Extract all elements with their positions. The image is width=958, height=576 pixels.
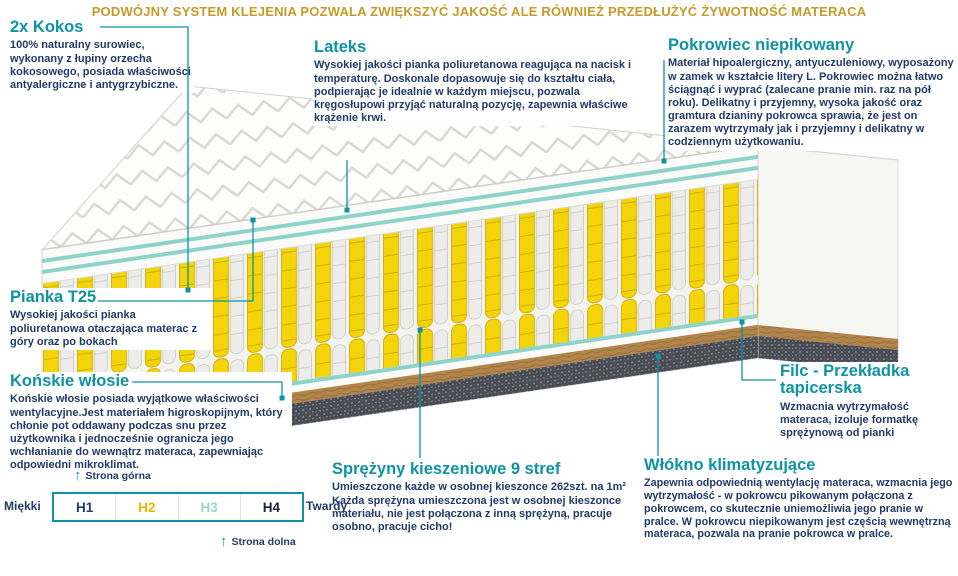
annotation-kokos-title: 2x Kokos xyxy=(10,18,84,36)
annotation-pokrowiec: Pokrowiec niepikowany Materiał hipoalerg… xyxy=(666,36,956,151)
annotation-sprezyny: Sprężyny kieszeniowe 9 stref Umieszczone… xyxy=(330,460,630,536)
annotation-pokrowiec-body: Materiał hipoalergiczny, antyuczuleniowy… xyxy=(668,57,954,149)
annotation-kokos: 2x Kokos 100% naturalny surowiec, wykona… xyxy=(8,18,194,94)
annotation-wlokno: Włókno klimatyzujące Zapewnia odpowiedni… xyxy=(642,456,958,542)
annotation-konskie-wlosie-title: Końskie włosie xyxy=(10,372,130,390)
mattress-end-face xyxy=(757,145,899,373)
annotation-konskie-wlosie: Końskie włosie Końskie włosie posiada wy… xyxy=(8,372,292,474)
annotation-lateks-title: Lateks xyxy=(314,38,367,56)
annotation-pianka-body: Wysokiej jakości pianka poliuretanowa ot… xyxy=(10,309,198,348)
annotation-lateks: Lateks Wysokiej jakości pianka poliureta… xyxy=(312,38,648,127)
annotation-filc-title: Filc - Przekładka tapicerska xyxy=(780,362,910,398)
annotation-pianka: Pianka T25 Wysokiej jakości pianka poliu… xyxy=(8,288,212,350)
annotation-filc-body: Wzmacnia wytrzymałość materaca, izoluje … xyxy=(780,400,919,439)
annotation-kokos-body: 100% naturalny surowiec, wykonany z łupi… xyxy=(10,39,191,91)
page-title: PODWÓJNY SYSTEM KLEJENIA POZWALA ZWIĘKSZ… xyxy=(91,4,867,19)
annotation-wlokno-title: Włókno klimatyzujące xyxy=(644,456,816,474)
annotation-sprezyny-body: Umieszczone każde w osobnej kieszonce 26… xyxy=(332,481,627,533)
annotation-konskie-wlosie-body: Końskie włosie posiada wyjątkowe właściw… xyxy=(10,393,283,472)
pocket-springs xyxy=(42,179,758,418)
annotation-wlokno-body: Zapewnia odpowiednią wentylację materaca… xyxy=(644,477,953,541)
annotation-sprezyny-title: Sprężyny kieszeniowe 9 stref xyxy=(332,460,561,478)
annotation-lateks-body: Wysokiej jakości pianka poliuretanowa re… xyxy=(314,59,632,125)
annotation-filc: Filc - Przekładka tapicerska Wzmacnia wy… xyxy=(778,362,958,442)
annotation-pokrowiec-title: Pokrowiec niepikowany xyxy=(668,36,855,54)
annotation-pianka-title: Pianka T25 xyxy=(10,288,97,306)
